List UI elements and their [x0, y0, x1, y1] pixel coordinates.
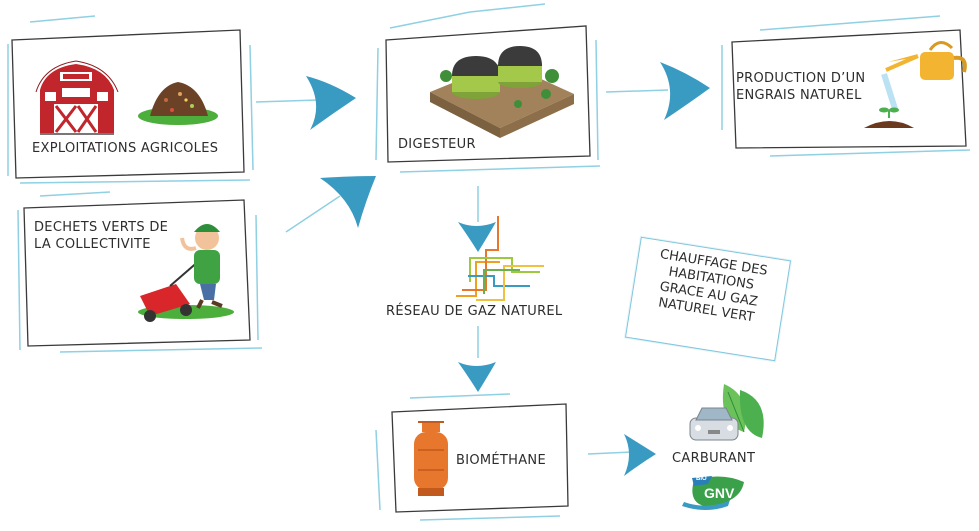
arrow-network-to-biomethane — [458, 362, 496, 392]
pipes-icon — [456, 216, 544, 301]
car-leaves-icon — [689, 384, 764, 441]
frame-green-waste — [17, 191, 263, 353]
bio-gnv-badge-shape — [682, 476, 744, 510]
compost-icon — [138, 82, 218, 125]
gnv-text: GNV — [704, 485, 735, 501]
connector-lines — [255, 89, 669, 455]
watering-can-plant-icon — [864, 41, 967, 128]
label-gas-network: RÉSEAU DE GAZ NATUREL — [386, 304, 563, 319]
barn-icon — [34, 59, 120, 135]
label-green-waste: DECHETS VERTS DE LA COLLECTIVITE — [34, 220, 169, 252]
arrow-digester-to-network — [458, 222, 496, 252]
label-fertilizer: PRODUCTION D’UN ENGRAIS NATUREL — [736, 71, 866, 103]
arrow-waste-to-digester — [320, 176, 376, 228]
arrow-farms-to-digester — [306, 76, 356, 130]
label-digester: DIGESTEUR — [398, 137, 476, 152]
flow-arrows — [306, 62, 710, 476]
label-biomethane: BIOMÉTHANE — [456, 453, 546, 468]
arrow-digester-to-fertilizer — [660, 62, 710, 120]
bio-text: BIO — [696, 476, 707, 482]
label-farms: EXPLOITATIONS AGRICOLES — [32, 141, 219, 156]
arrow-biomethane-to-fuel — [624, 434, 656, 476]
gas-bottle-icon — [414, 421, 448, 496]
bio-gnv-logo: BIO GNV — [682, 474, 746, 512]
gardener-mower-icon — [138, 224, 234, 322]
digester-icon — [430, 46, 574, 138]
label-heating: CHAUFFAGE DES HABITATIONS GRACE AU GAZ N… — [657, 247, 769, 326]
label-fuel: CARBURANT — [672, 451, 756, 466]
